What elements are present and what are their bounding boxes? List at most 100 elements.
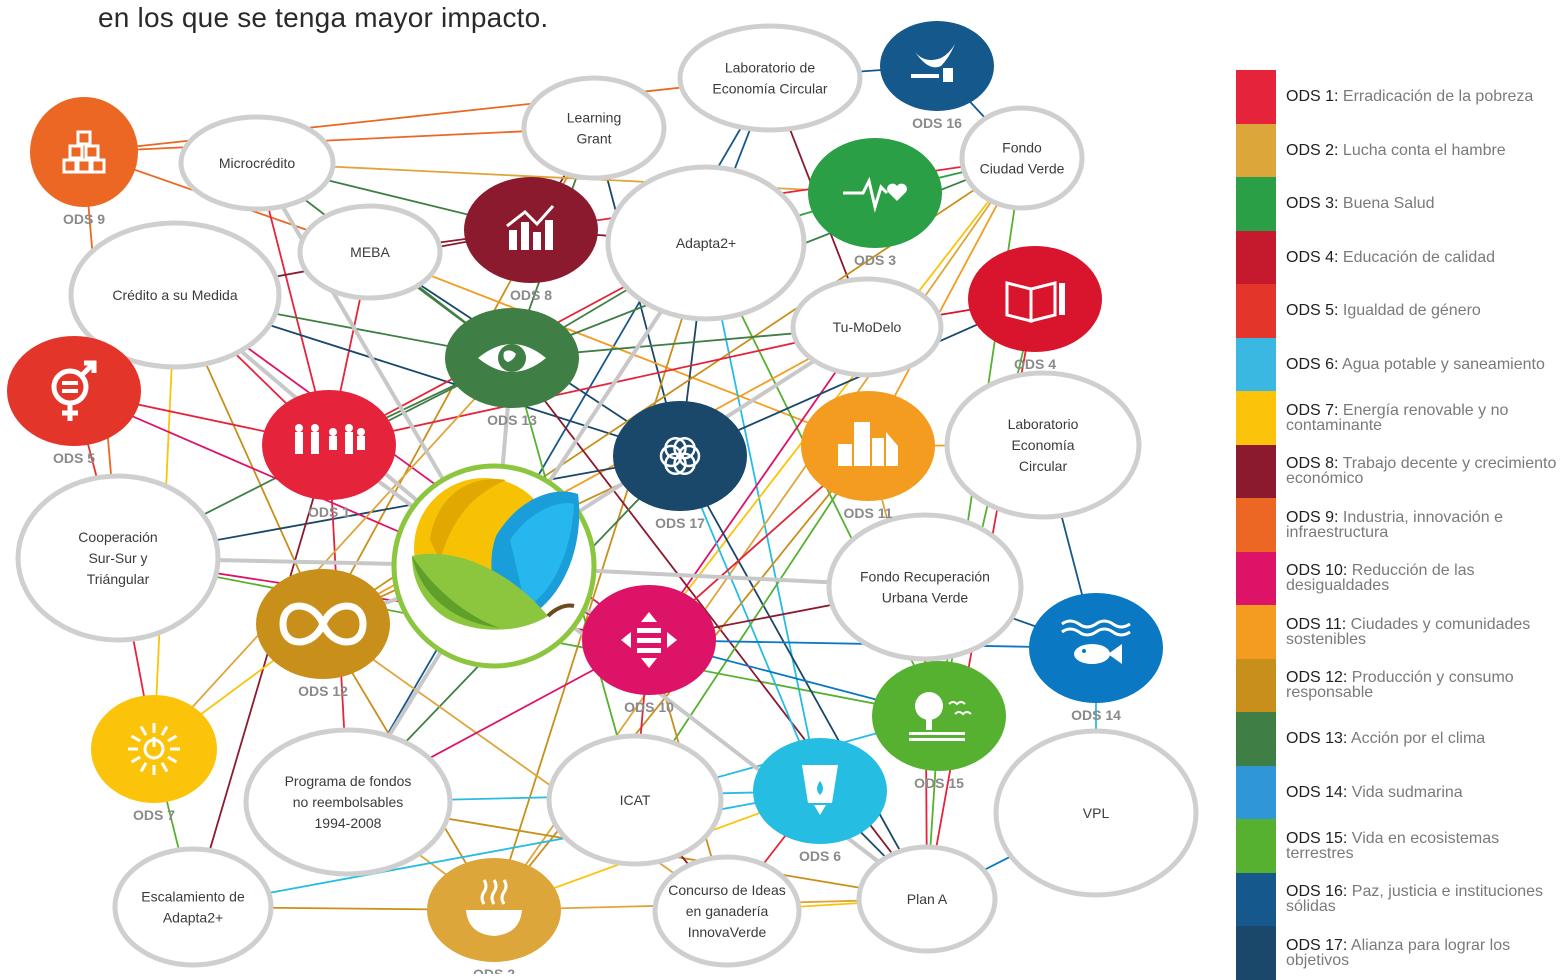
ods-node-ods4[interactable]: ODS 4 — [968, 246, 1102, 372]
ods-node-ods8[interactable]: ODS 8 — [464, 177, 598, 303]
legend-text: ODS 11: Ciudades y comunidades sostenibl… — [1276, 616, 1562, 647]
legend-number: ODS 3: — [1286, 195, 1339, 213]
legend-swatch — [1236, 605, 1276, 659]
legend-text: ODS 10: Reducción de las desigualdades — [1276, 562, 1562, 595]
legend-text: ODS 2: Lucha conta el hambre — [1276, 141, 1506, 159]
ods-node-ods14[interactable]: ODS 14 — [1029, 593, 1163, 723]
legend-description: Energía renovable y no contaminante — [1286, 401, 1509, 434]
ods-node-ods2[interactable]: ODS 2 — [427, 858, 561, 974]
legend-text: ODS 12: Producción y consumo responsable — [1276, 669, 1562, 702]
program-node-lab_circ_top[interactable]: Laboratorio de Economía Circular — [677, 23, 863, 133]
water-glass-icon — [802, 765, 838, 815]
edge-ods13-ods7 — [153, 357, 513, 750]
ods-node-ods12[interactable]: ODS 12 — [256, 569, 390, 699]
ods-badge — [872, 661, 1006, 771]
ods-label: ODS 1 — [308, 504, 350, 520]
ods-label: ODS 5 — [53, 450, 95, 466]
ods-node-ods10[interactable]: ODS 10 — [582, 585, 716, 715]
program-label: Urbana Verde — [882, 590, 969, 606]
legend-number: ODS 12: — [1286, 669, 1348, 687]
program-ellipse — [944, 370, 1142, 520]
ods-node-ods16[interactable]: ODS 16 — [880, 21, 994, 131]
program-node-icat[interactable]: ICAT — [546, 733, 724, 867]
legend-description: Educación de calidad — [1338, 248, 1496, 266]
fish-waves-icon — [1061, 619, 1131, 664]
ods-node-ods3[interactable]: ODS 3 — [808, 138, 942, 268]
legend-swatch — [1236, 658, 1276, 712]
legend-text: ODS 4: Educación de calidad — [1276, 248, 1496, 266]
ods-label: ODS 2 — [473, 966, 515, 974]
edge-tumodelo-ods1 — [328, 326, 868, 446]
family-icon — [295, 424, 365, 454]
program-ellipse — [959, 105, 1085, 211]
legend-swatch — [1236, 391, 1276, 445]
tree-birds-icon — [909, 692, 972, 741]
legend-swatch — [1236, 284, 1276, 338]
ods-node-ods1[interactable]: ODS 1 — [262, 390, 396, 520]
program-label: VPL — [1083, 805, 1110, 821]
legend-item-ods-7: ODS 7: Energía renovable y no contaminan… — [1236, 391, 1562, 445]
program-node-tumodelo[interactable]: Tu-MoDelo — [790, 276, 944, 378]
ods-label: ODS 10 — [624, 699, 674, 715]
program-ellipse — [546, 733, 724, 867]
infinity-icon — [279, 602, 367, 646]
program-ellipse — [993, 728, 1199, 898]
ods-node-ods6[interactable]: ODS 6 — [753, 738, 887, 864]
ods-label: ODS 4 — [1014, 356, 1056, 372]
center-logo — [391, 463, 597, 669]
legend-description: Producción y consumo responsable — [1286, 669, 1514, 702]
ods-node-ods13[interactable]: ODS 13 — [445, 308, 579, 428]
program-label: Economía Circular — [712, 81, 827, 97]
legend-swatch — [1236, 230, 1276, 284]
program-node-microcredito[interactable]: Microcrédito — [178, 114, 336, 212]
program-label: Learning — [567, 110, 622, 126]
program-label: Triángular — [87, 571, 150, 587]
legend-text: ODS 7: Energía renovable y no contaminan… — [1276, 401, 1562, 434]
program-label: no reembolsables — [293, 794, 404, 810]
legend-number: ODS 4: — [1286, 248, 1339, 266]
legend-item-ods-13: ODS 13: Acción por el clima — [1236, 712, 1562, 766]
ods-label: ODS 17 — [655, 515, 705, 531]
edge-ods17-plana — [679, 455, 928, 900]
ods-label: ODS 7 — [133, 807, 175, 823]
ods-node-ods7[interactable]: ODS 7 — [91, 695, 217, 823]
ods-node-ods17[interactable]: ODS 17 — [613, 401, 747, 531]
program-label: Crédito a su Medida — [112, 287, 238, 303]
program-node-credito[interactable]: Crédito a su Medida — [68, 220, 282, 370]
ods-node-ods5[interactable]: ODS 5 — [7, 336, 141, 466]
ods-label: ODS 8 — [510, 287, 552, 303]
legend-swatch — [1236, 70, 1276, 124]
legend-text: ODS 3: Buena Salud — [1276, 195, 1435, 213]
legend-description: Reducción de las desigualdades — [1286, 562, 1475, 595]
legend-description: Agua potable y saneamiento — [1338, 355, 1545, 373]
ods-node-ods11[interactable]: ODS 11 — [801, 391, 935, 521]
legend-description: Lucha conta el hambre — [1338, 141, 1506, 159]
ods-label: ODS 3 — [854, 252, 896, 268]
ods-node-ods15[interactable]: ODS 15 — [872, 661, 1006, 791]
program-ellipse — [521, 75, 667, 181]
ods-node-ods9[interactable]: ODS 9 — [30, 97, 138, 227]
program-node-plana[interactable]: Plan A — [856, 844, 998, 954]
legend-swatch — [1236, 444, 1276, 498]
legend-item-ods-9: ODS 9: Industria, innovación e infraestr… — [1236, 498, 1562, 552]
leaf-sun-logo-icon — [412, 478, 580, 630]
legend-item-ods-15: ODS 15: Vida en ecosistemas terrestres — [1236, 819, 1562, 873]
program-node-meba[interactable]: MEBA — [297, 203, 443, 301]
program-node-vpl[interactable]: VPL — [993, 728, 1199, 898]
program-label: Laboratorio de — [725, 60, 816, 76]
program-label: Tu-MoDelo — [833, 319, 902, 335]
program-node-adapta[interactable]: Adapta2+ — [605, 164, 807, 322]
legend-text: ODS 15: Vida en ecosistemas terrestres — [1276, 830, 1562, 861]
legend-text: ODS 14: Vida sudmarina — [1276, 784, 1463, 800]
edge-adapta-ods2 — [493, 242, 707, 911]
program-ellipse — [178, 114, 336, 212]
heartbeat-icon — [843, 176, 907, 213]
